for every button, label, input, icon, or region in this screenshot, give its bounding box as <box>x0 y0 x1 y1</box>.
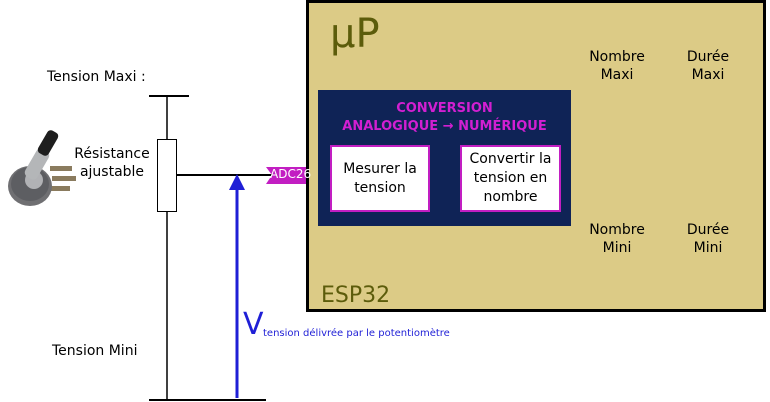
nombre-mini-label: Nombre Mini <box>577 221 657 257</box>
duree-mini-label: Durée Mini <box>668 221 748 257</box>
voltage-description: tension délivrée par le potentiomètre <box>263 328 450 339</box>
voltage-arrow-head <box>229 174 245 190</box>
conversion-to-label: NUMÉRIQUE <box>458 119 547 134</box>
conversion-arrow-icon: → <box>442 119 454 134</box>
conversion-title-line2: ANALOGIQUE → NUMÉRIQUE <box>318 118 571 136</box>
resistance-label-line1: Résistance <box>74 146 150 162</box>
adc26-pin-label: ADC26 <box>270 167 312 181</box>
esp32-label: ESP32 <box>321 283 391 308</box>
convert-line3: nombre <box>483 189 538 205</box>
measure-line2: tension <box>354 179 406 196</box>
convert-line2: tension en <box>473 170 548 186</box>
potentiometer-icon <box>8 130 76 206</box>
measure-voltage-box: Mesurer la tension <box>330 145 430 212</box>
nombre-mini-line2: Mini <box>602 240 632 256</box>
voltage-symbol: V <box>243 307 264 342</box>
nombre-maxi-label: Nombre Maxi <box>577 48 657 84</box>
convert-line1: Convertir la <box>469 151 552 167</box>
conversion-from-label: ANALOGIQUE <box>342 119 439 134</box>
tension-mini-label: Tension Mini <box>52 343 138 359</box>
nombre-maxi-line2: Maxi <box>600 67 634 83</box>
nombre-maxi-line1: Nombre <box>589 49 645 65</box>
resistance-label: Résistance ajustable <box>72 145 152 181</box>
nombre-mini-line1: Nombre <box>589 222 645 238</box>
duree-mini-line1: Durée <box>686 222 730 238</box>
resistance-label-line2: ajustable <box>79 164 145 180</box>
measure-line1: Mesurer la <box>343 160 417 177</box>
convert-voltage-box: Convertir la tension en nombre <box>460 145 561 212</box>
conversion-title-line1: CONVERSION <box>396 101 493 116</box>
tension-maxi-label: Tension Maxi : <box>47 69 146 85</box>
resistor-symbol <box>157 139 177 212</box>
duree-maxi-line2: Maxi <box>691 67 725 83</box>
conversion-title: CONVERSION ANALOGIQUE → NUMÉRIQUE <box>318 100 571 136</box>
duree-maxi-line1: Durée <box>686 49 730 65</box>
microprocessor-title: µP <box>330 11 380 57</box>
duree-mini-line2: Mini <box>693 240 723 256</box>
duree-maxi-label: Durée Maxi <box>668 48 748 84</box>
